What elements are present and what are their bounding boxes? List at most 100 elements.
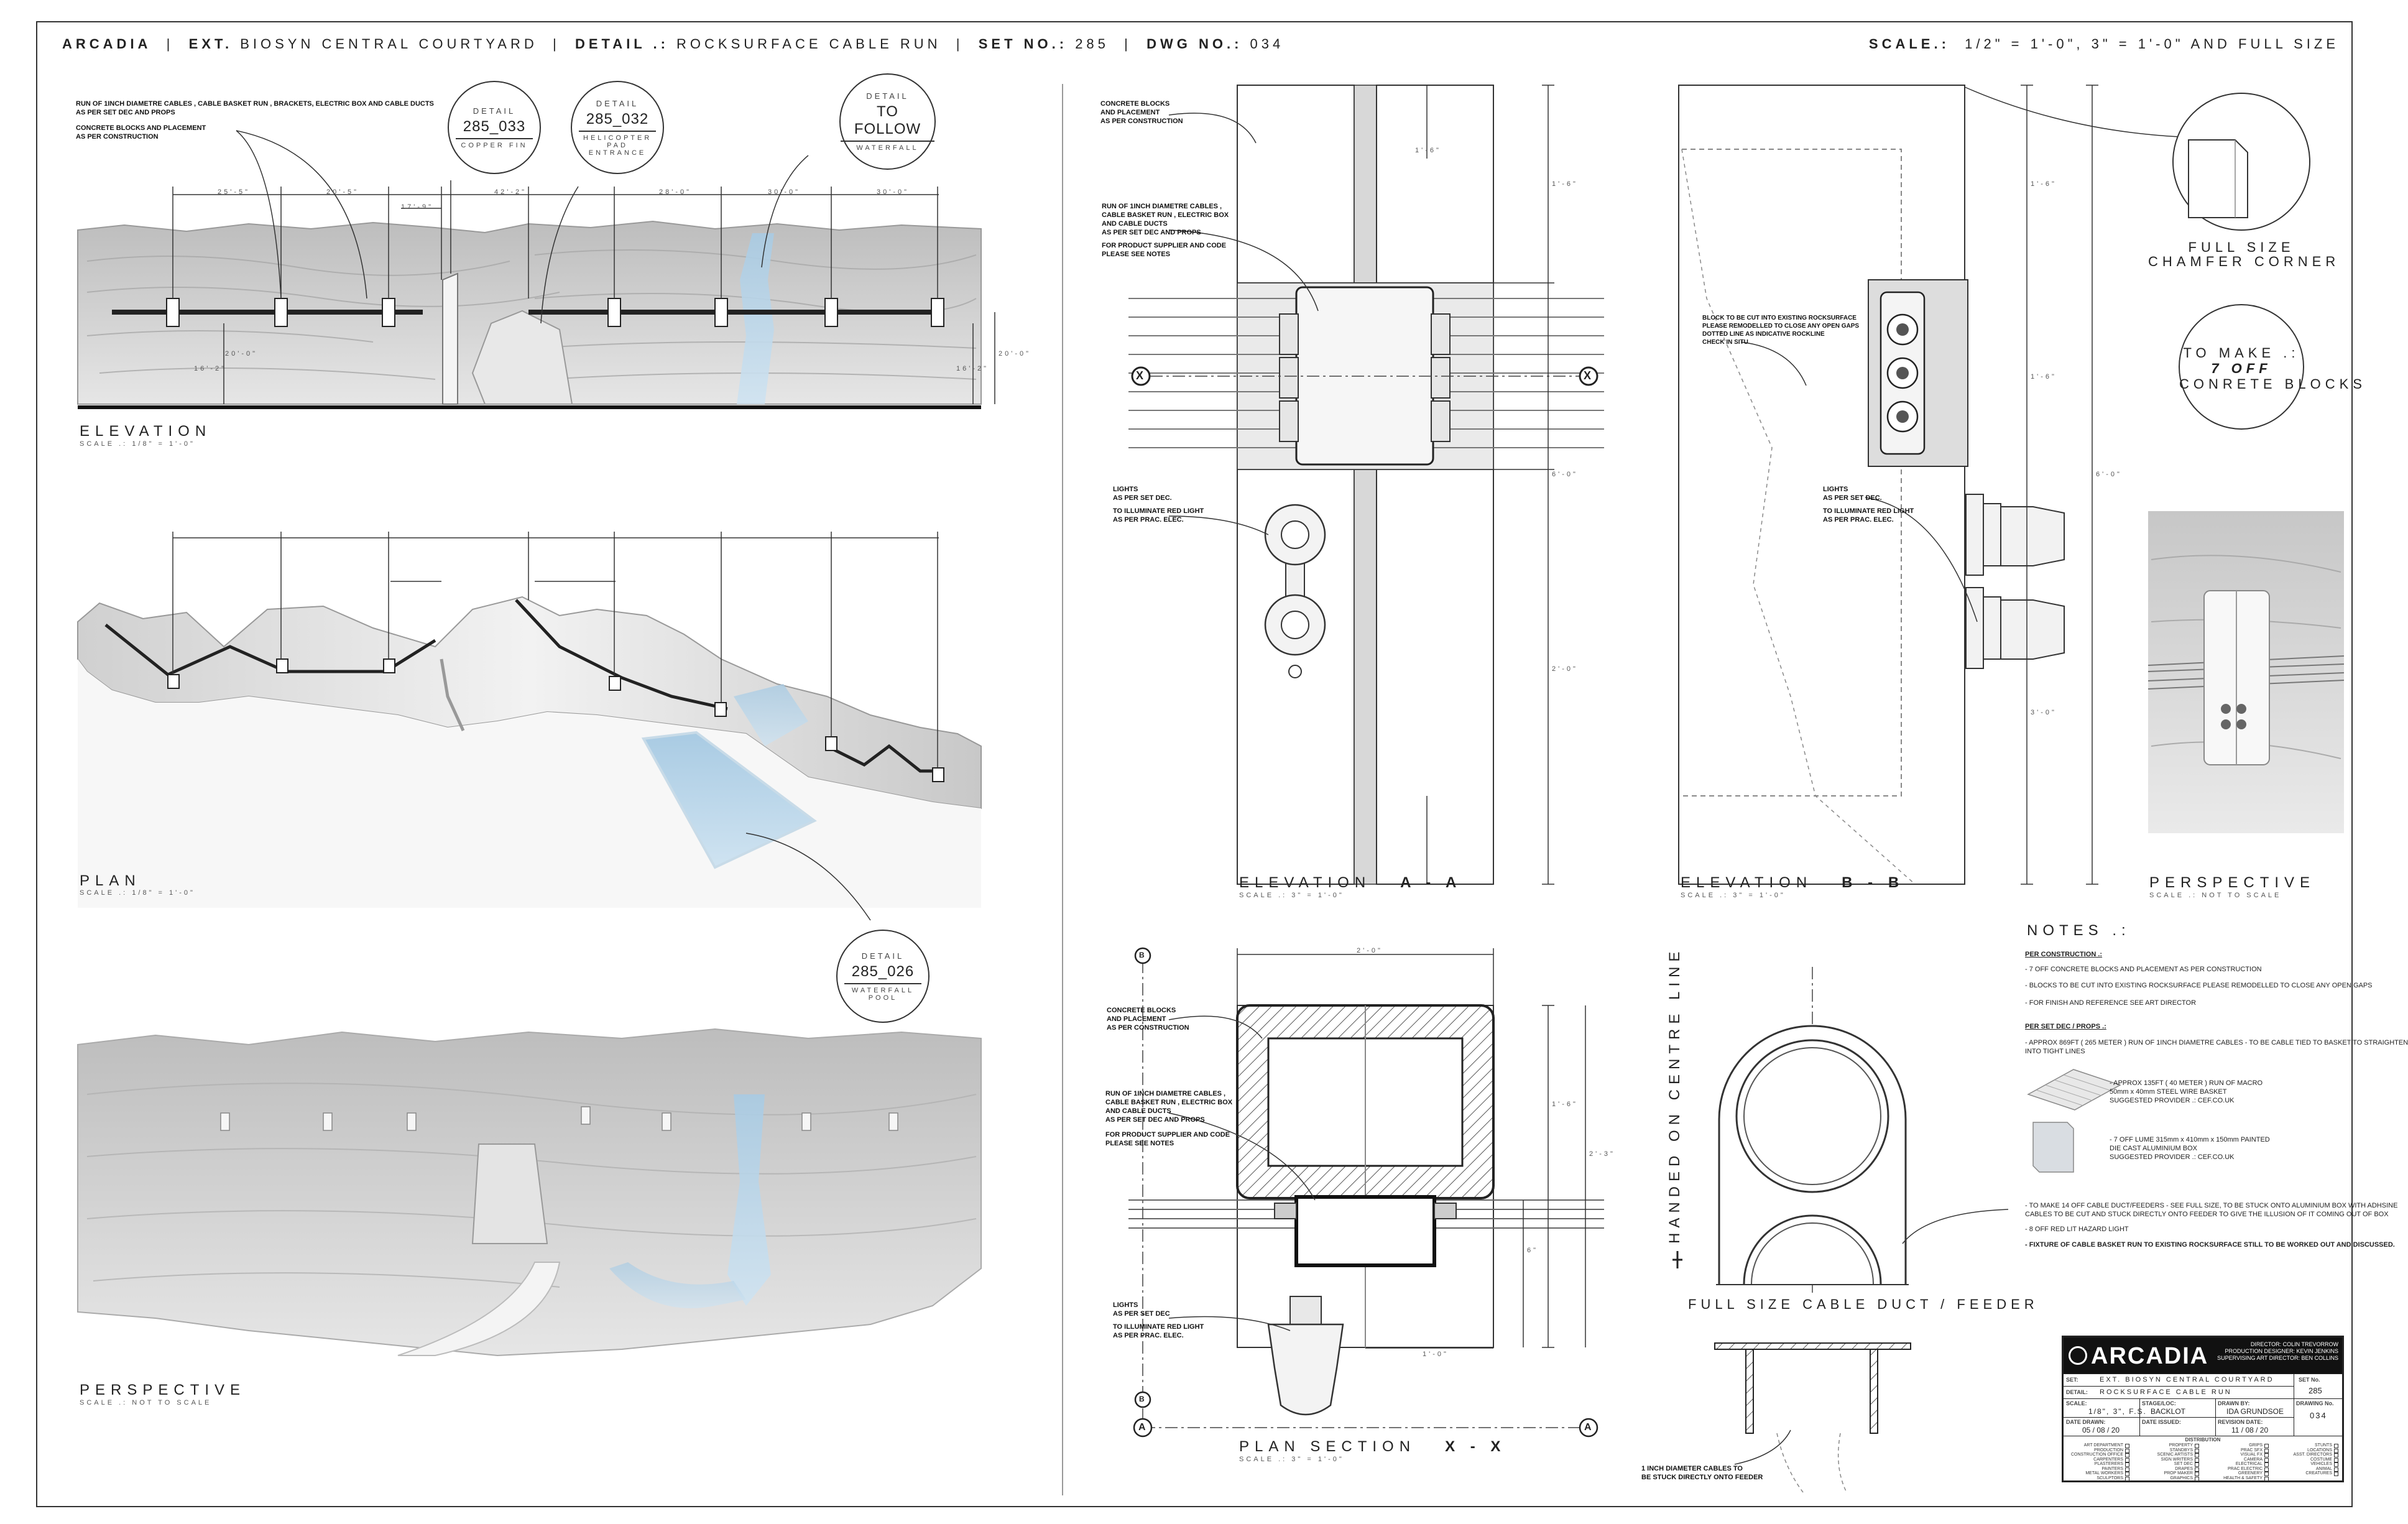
tb-distribution-checkbox[interactable]	[2195, 1448, 2199, 1453]
notes-basket: - APPROX 135FT ( 40 METER ) RUN OF MACRO…	[2110, 1079, 2263, 1104]
bb-title-ref: B - B	[1842, 874, 1905, 891]
tb-distribution-checkbox[interactable]	[2264, 1467, 2269, 1472]
section-marker-b-top: B	[1139, 951, 1145, 959]
bubble-number: 285_033	[455, 116, 533, 139]
tb-distribution-item: CAMERA	[2244, 1457, 2263, 1462]
plan-cable-mid	[515, 599, 728, 711]
aa-dim: 1'-6"	[1552, 180, 1578, 188]
tb-distribution-checkbox[interactable]	[2125, 1472, 2129, 1476]
tb-distribution-checkbox[interactable]	[2334, 1453, 2338, 1457]
xx-dim: 1'-6"	[1552, 1101, 1578, 1108]
notes-last: - FIXTURE OF CABLE BASKET RUN TO EXISTIN…	[2025, 1241, 2395, 1249]
aa-dim: 6'-0"	[1552, 471, 1578, 478]
tb-distribution-checkbox[interactable]	[2125, 1448, 2129, 1453]
aa-note-cables: RUN OF 1INCH DIAMETRE CABLES , CABLE BAS…	[1102, 203, 1229, 236]
detail-label: DETAIL .:	[574, 36, 669, 52]
tb-distribution-checkbox[interactable]	[2264, 1448, 2269, 1453]
bb-note-red-light: TO ILLUMINATE RED LIGHT AS PER PRAC. ELE…	[1823, 507, 1914, 524]
tb-distribution-checkbox[interactable]	[2264, 1457, 2269, 1462]
tb-distribution-item: SIGN WRITERS	[2161, 1457, 2193, 1462]
tb-distribution-checkbox[interactable]	[2195, 1444, 2199, 1448]
tb-distribution-checkbox[interactable]	[2125, 1444, 2129, 1448]
tb-distribution-checkbox[interactable]	[2264, 1453, 2269, 1457]
tb-distribution-item: PRAC ELECTRIC	[2227, 1466, 2263, 1471]
detail-bubble-copper-fin[interactable]: DETAIL 285_033 COPPER FIN	[448, 81, 541, 174]
elevation-aa-drawing	[1128, 85, 1604, 885]
notes-construction-item: - FOR FINISH AND REFERENCE SEE ART DIREC…	[2025, 999, 2197, 1007]
perspective-ramp	[397, 1262, 561, 1356]
tb-distribution-item: ASST. DIRECTORS	[2293, 1452, 2333, 1457]
tb-distribution-checkbox[interactable]	[2195, 1462, 2199, 1467]
tb-distribution-item: METAL WORKERS	[2085, 1471, 2123, 1476]
tb-distribution-checkbox[interactable]	[2334, 1444, 2338, 1448]
detail-bubble-waterfall-pool[interactable]: DETAIL 285_026 WATERFALL POOL	[836, 930, 930, 1023]
elevation-title: ELEVATION	[80, 423, 212, 440]
scale-header: SCALE.: 1/2" = 1'-0", 3" = 1'-0" AND FUL…	[1869, 36, 2339, 52]
tb-distribution-item: STUNTS	[2315, 1443, 2332, 1448]
tb-distribution-checkbox[interactable]	[2125, 1453, 2129, 1457]
tb-distribution-checkbox[interactable]	[2125, 1476, 2129, 1481]
notes-alu-box-image	[2032, 1122, 2074, 1173]
tb-distribution-item: COSTUME	[2310, 1457, 2332, 1462]
section-marker-a-right: A	[1584, 1422, 1592, 1433]
tb-distribution-checkbox[interactable]	[2195, 1457, 2199, 1462]
tb-distribution-checkbox[interactable]	[2195, 1476, 2199, 1481]
bubble-label: DETAIL	[473, 106, 516, 116]
xx-dim: 2'-0"	[1357, 947, 1383, 954]
duct-vertical-label: HANDED ON CENTRE LINE	[1666, 946, 1683, 1244]
dim-label: 17'-9"	[401, 203, 434, 211]
aa-note-supplier: FOR PRODUCT SUPPLIER AND CODE PLEASE SEE…	[1102, 242, 1227, 258]
tb-distribution-item: ART DEPARTMENT	[2083, 1443, 2123, 1448]
tb-distribution-checkbox[interactable]	[2334, 1448, 2338, 1453]
scale-label: SCALE.:	[1868, 36, 1950, 52]
dim-label: 16'-2"	[194, 365, 227, 372]
tb-distribution-checkbox[interactable]	[2125, 1462, 2129, 1467]
notes-construction-item: - 7 OFF CONCRETE BLOCKS AND PLACEMENT AS…	[2025, 966, 2262, 973]
set-label: SET NO.:	[978, 36, 1068, 52]
bubble-number: 285_026	[844, 961, 922, 984]
tb-distribution-checkbox[interactable]	[2264, 1462, 2269, 1467]
aa-dim: 2'-0"	[1552, 665, 1578, 673]
tb-distribution-checkbox[interactable]	[2264, 1476, 2269, 1481]
xx-dim: 6"	[1527, 1247, 1539, 1254]
tb-distribution-checkbox[interactable]	[2125, 1467, 2129, 1472]
tb-distribution-item: GRAPHICS	[2170, 1476, 2193, 1480]
tb-distribution-item: ANIMAL	[2315, 1466, 2332, 1471]
dim-label: 16'-2"	[956, 365, 989, 372]
tb-distribution-checkbox[interactable]	[2334, 1462, 2338, 1467]
tb-drawingno-label: DRAWING No.	[2296, 1400, 2334, 1406]
duct-title: FULL SIZE CABLE DUCT / FEEDER	[1688, 1296, 2039, 1312]
tb-distribution-checkbox[interactable]	[2195, 1467, 2199, 1472]
tb-distribution-item: VEHICLES	[2310, 1462, 2332, 1466]
detail-bubble-waterfall[interactable]: DETAIL TO FOLLOW WATERFALL	[839, 73, 936, 170]
tb-distribution-checkbox[interactable]	[2334, 1472, 2338, 1476]
tb-distribution-checkbox[interactable]	[2264, 1444, 2269, 1448]
tb-distribution-item: GRIPS	[2249, 1443, 2263, 1448]
title-block-logo: ARCADIA	[2091, 1343, 2209, 1369]
elevation-drawing	[77, 187, 995, 409]
tb-setno-label: SET No.	[2299, 1377, 2320, 1383]
notes-heading: NOTES .:	[2027, 922, 2131, 939]
tb-distribution-item: PRODUCTION	[2093, 1448, 2123, 1452]
notes-box: - 7 OFF LUME 315mm x 410mm x 150mm PAINT…	[2110, 1136, 2270, 1161]
tb-distribution-checkbox[interactable]	[2334, 1457, 2338, 1462]
detail-bubble-helipad[interactable]: DETAIL 285_032 HELICOPTER PAD ENTRANCE	[571, 81, 664, 174]
tb-distribution-checkbox[interactable]	[2125, 1457, 2129, 1462]
perspective-right-scale: SCALE .: NOT TO SCALE	[2149, 892, 2282, 899]
tb-distribution-checkbox[interactable]	[2195, 1472, 2199, 1476]
tb-distribution-item: PROPERTY	[2169, 1443, 2193, 1448]
tb-detail-label: DETAIL:	[2066, 1389, 2088, 1395]
tb-distribution-checkbox[interactable]	[2264, 1472, 2269, 1476]
bubble-sub: HELICOPTER PAD ENTRANCE	[583, 134, 652, 157]
sheet-header: ARCADIA | EXT. BIOSYN CENTRAL COURTYARD …	[62, 36, 1285, 52]
bb-scale: SCALE .: 3" = 1'-0"	[1681, 892, 1786, 899]
sheet-border	[36, 21, 2353, 1507]
tb-distribution-checkbox[interactable]	[2334, 1467, 2338, 1472]
tb-distribution-checkbox[interactable]	[2195, 1453, 2199, 1457]
waterfall	[737, 233, 774, 404]
tb-drawn-value: IDA GRUNDSOE	[2226, 1407, 2284, 1416]
perspective-right-title: PERSPECTIVE	[2149, 874, 2316, 891]
aa-note-lights: LIGHTS AS PER SET DEC.	[1113, 486, 1172, 502]
bubble-sub: WATERFALL	[856, 144, 919, 152]
tb-scale-label: SCALE:	[2066, 1400, 2087, 1406]
